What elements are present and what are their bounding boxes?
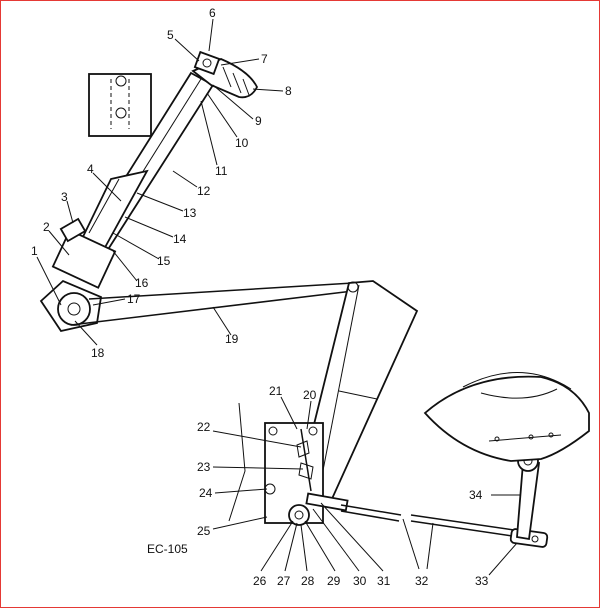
leader-lines	[36, 18, 521, 576]
callout-8: 8	[285, 84, 292, 98]
base-plate	[228, 402, 324, 526]
callout-11: 11	[215, 164, 228, 178]
shield-segment	[423, 372, 590, 462]
callout-31: 31	[377, 574, 391, 588]
callout-32: 32	[415, 574, 429, 588]
pivot-block	[39, 217, 117, 333]
callout-25: 25	[197, 524, 211, 538]
rod-19	[70, 282, 354, 326]
callout-34: 34	[469, 488, 483, 502]
callout-30: 30	[353, 574, 367, 588]
mounting-bracket	[88, 73, 152, 137]
callout-18: 18	[91, 346, 105, 360]
callout-20: 20	[303, 388, 317, 402]
callout-28: 28	[301, 574, 315, 588]
callout-7: 7	[261, 52, 268, 66]
callout-9: 9	[255, 114, 262, 128]
callout-29: 29	[327, 574, 341, 588]
callout-27: 27	[277, 574, 291, 588]
diagram-code: EC-105	[147, 542, 188, 556]
callout-6: 6	[209, 6, 216, 20]
callout-26: 26	[253, 574, 267, 588]
callout-1: 1	[31, 244, 38, 258]
callout-3: 3	[61, 190, 68, 204]
callout-labels: 1 2 3 4 5 6 7 8 9 10 11 12 13 14 15 16 1…	[31, 6, 489, 588]
callout-4: 4	[87, 162, 94, 176]
callout-33: 33	[475, 574, 489, 588]
callout-19: 19	[225, 332, 239, 346]
callout-24: 24	[199, 486, 213, 500]
callout-16: 16	[135, 276, 149, 290]
callout-13: 13	[183, 206, 197, 220]
callout-12: 12	[197, 184, 211, 198]
handle-grip	[191, 50, 259, 99]
callout-15: 15	[157, 254, 171, 268]
callout-2: 2	[43, 220, 50, 234]
callout-21: 21	[269, 384, 283, 398]
callout-5: 5	[167, 28, 174, 42]
callout-23: 23	[197, 460, 211, 474]
linkage-rods-32	[305, 492, 549, 548]
callout-14: 14	[173, 232, 187, 246]
callout-10: 10	[235, 136, 249, 150]
callout-17: 17	[127, 292, 141, 306]
callout-22: 22	[197, 420, 211, 434]
